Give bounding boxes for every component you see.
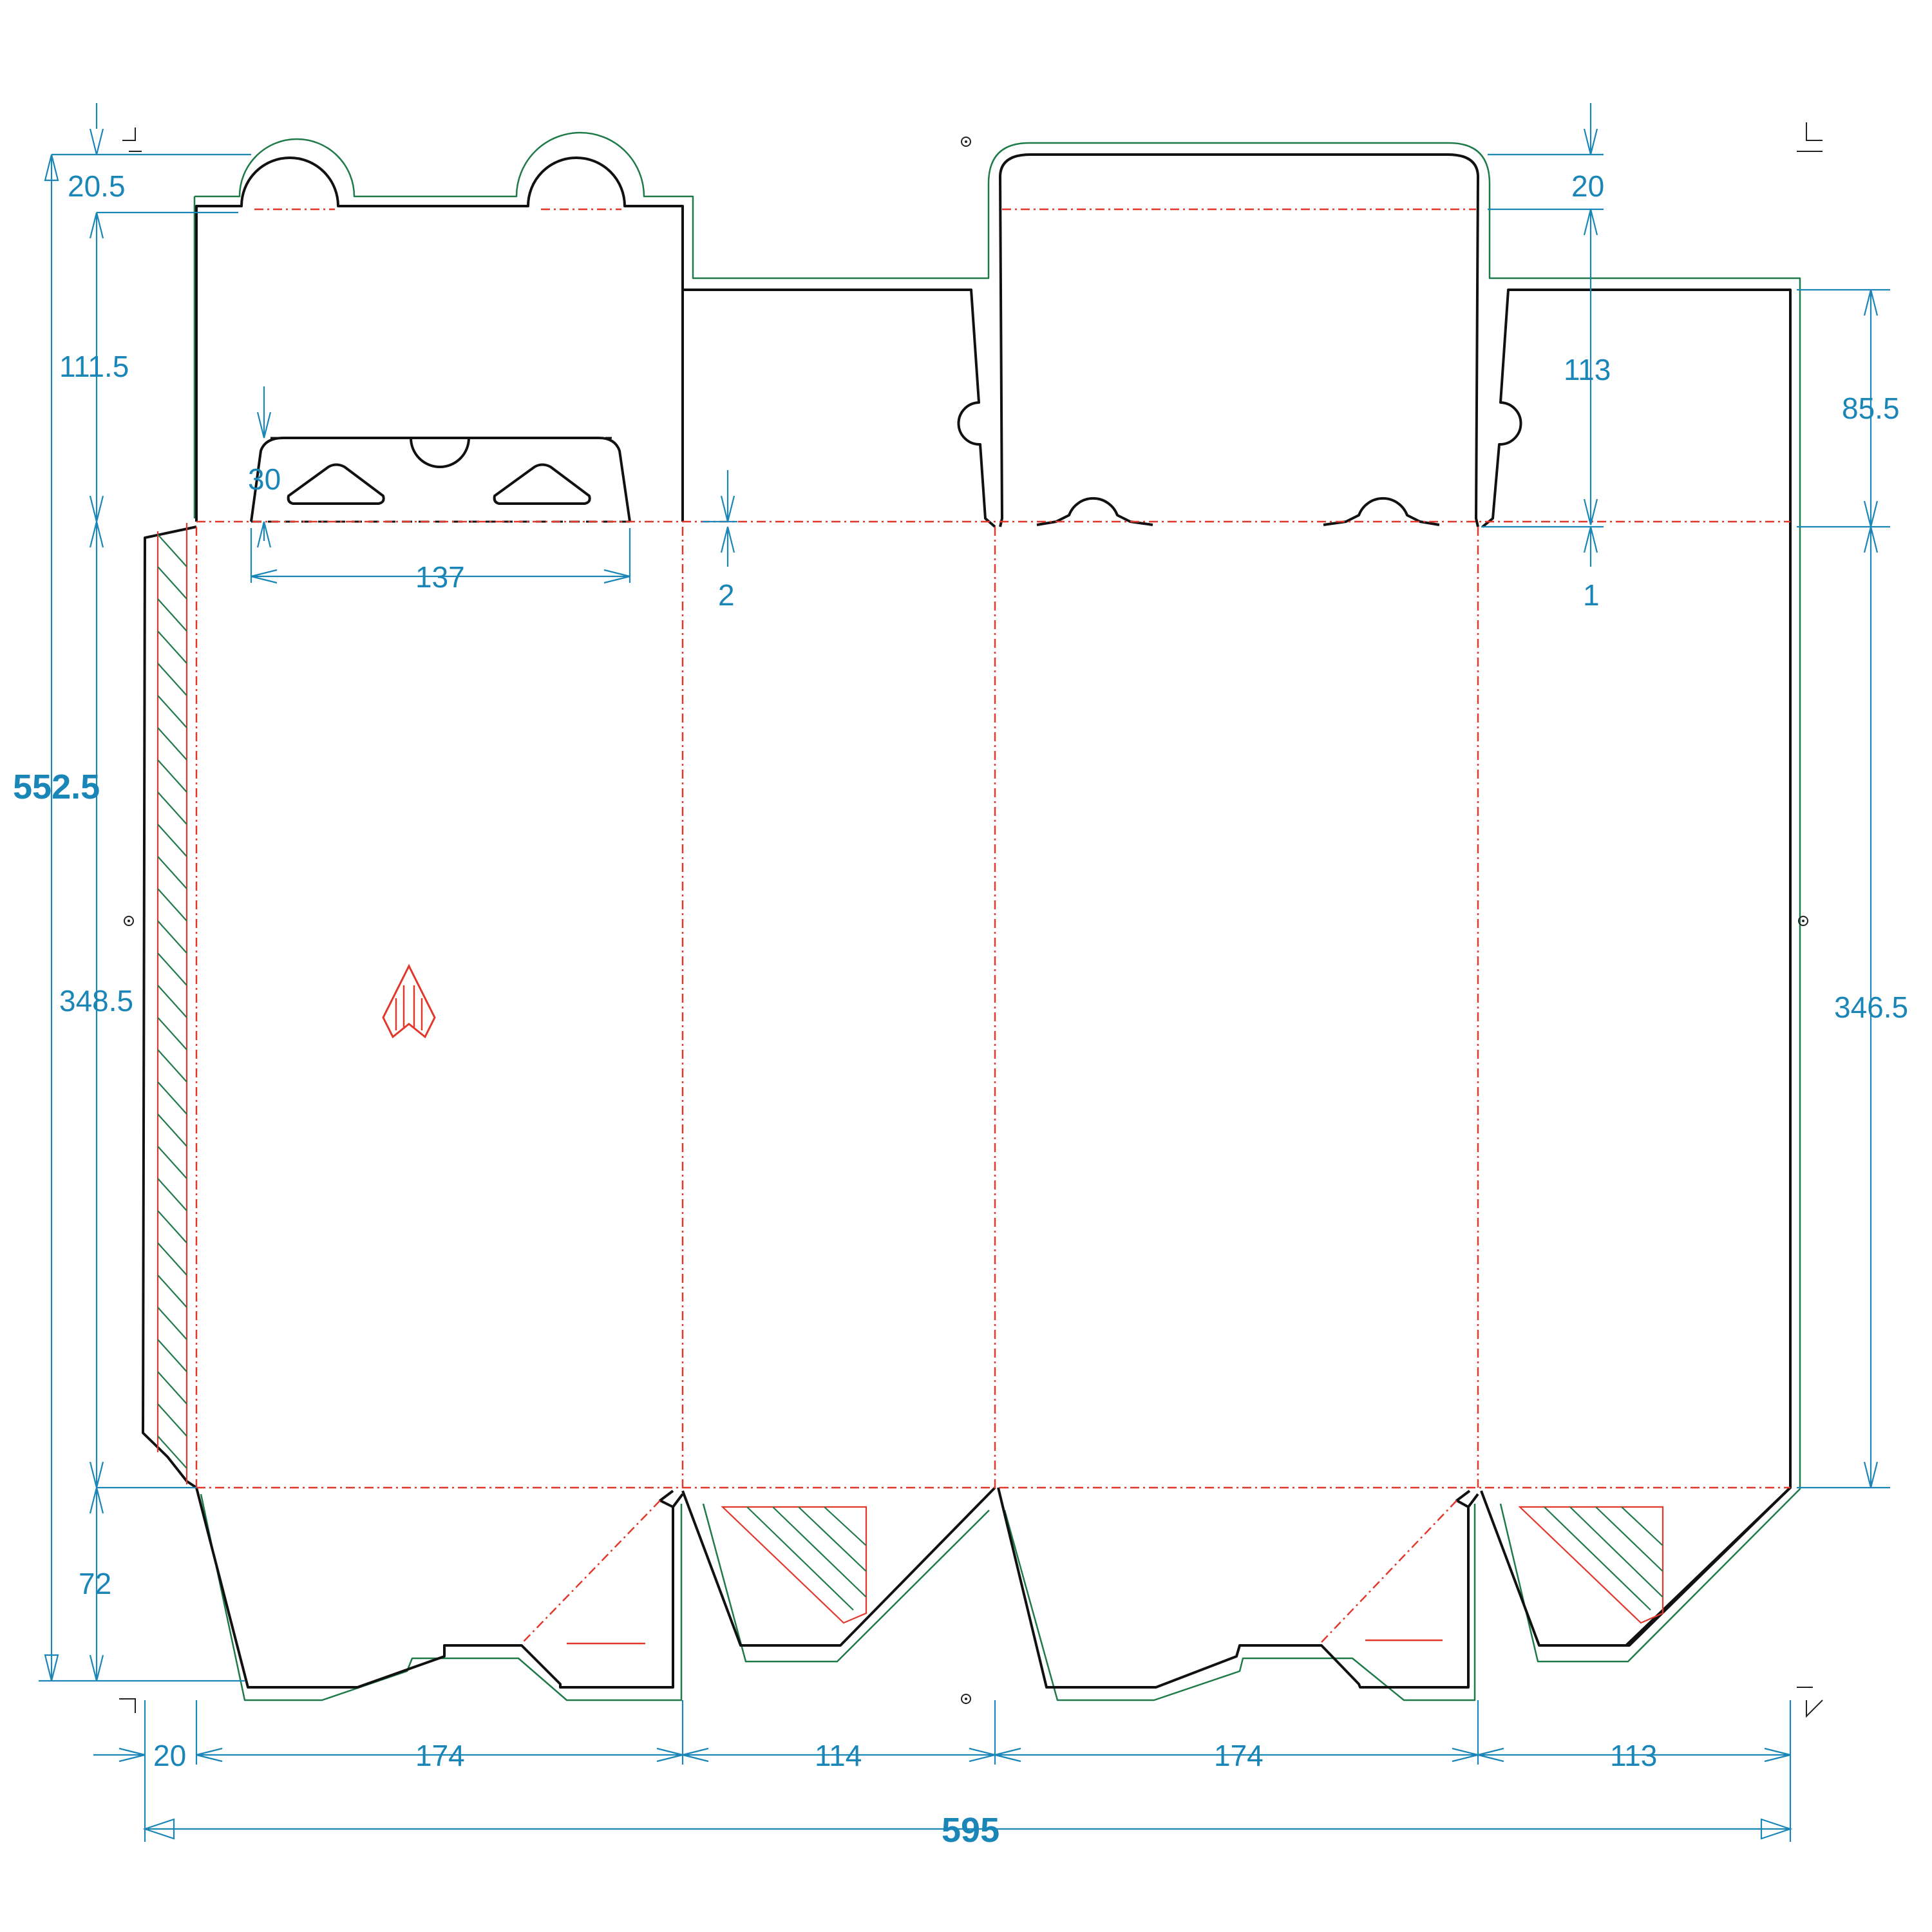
dim-glue-tab: 20 xyxy=(153,1739,186,1772)
glue-tab xyxy=(142,526,198,1489)
bottom-flap-3 xyxy=(997,1487,1479,1689)
handle-triangle-right xyxy=(493,463,591,505)
dim-top-tab-left: 20.5 xyxy=(68,169,126,203)
dim-bottom-flap: 72 xyxy=(79,1567,111,1600)
dim-handle-width: 137 xyxy=(415,560,465,594)
dim-body-right: 346.5 xyxy=(1834,990,1908,1024)
handle-cut xyxy=(250,437,631,522)
dim-handle-height: 30 xyxy=(248,462,281,496)
dim-offset-2: 2 xyxy=(718,578,735,612)
bottom-flap-1 xyxy=(195,1487,684,1689)
top-flap-left xyxy=(195,156,684,522)
cut-outline xyxy=(142,153,1792,1689)
bleed-outline xyxy=(193,131,1801,1701)
dim-offset-1: 1 xyxy=(1583,578,1600,612)
bottom-flap-4 xyxy=(1480,1486,1792,1647)
dim-top-tab-right: 20 xyxy=(1571,169,1604,203)
dim-panel-2: 114 xyxy=(815,1739,862,1772)
bottom-flap-2 xyxy=(681,1486,996,1647)
dim-total-height: 552.5 xyxy=(13,768,100,806)
grain-direction-arrow xyxy=(382,963,436,1039)
top-flap-3 xyxy=(999,153,1479,527)
dimension-labels: 20.5 111.5 552.5 348.5 72 30 137 2 20 11… xyxy=(13,169,1908,1850)
dim-panel-1: 174 xyxy=(415,1739,465,1772)
fold-lines xyxy=(195,208,1790,1645)
dimension-lines xyxy=(39,103,1890,1842)
dim-top-flap-right: 113 xyxy=(1564,353,1611,386)
dim-total-width: 595 xyxy=(942,1811,999,1850)
crop-mark xyxy=(119,122,1823,1718)
side-flap-2 xyxy=(683,289,996,528)
dim-panel-4: 113 xyxy=(1610,1739,1657,1772)
side-flap-4 xyxy=(1481,289,1792,1647)
handle-triangle-left xyxy=(287,463,385,505)
dim-top-flap-left: 111.5 xyxy=(59,350,129,383)
finger-hole xyxy=(410,437,470,468)
glue-zone-hatching xyxy=(156,523,1664,1624)
dim-body-left: 348.5 xyxy=(59,984,133,1018)
registration-mark xyxy=(124,137,1808,1704)
dim-panel-3: 174 xyxy=(1214,1739,1264,1772)
dim-side-flap-right: 85.5 xyxy=(1842,392,1900,425)
